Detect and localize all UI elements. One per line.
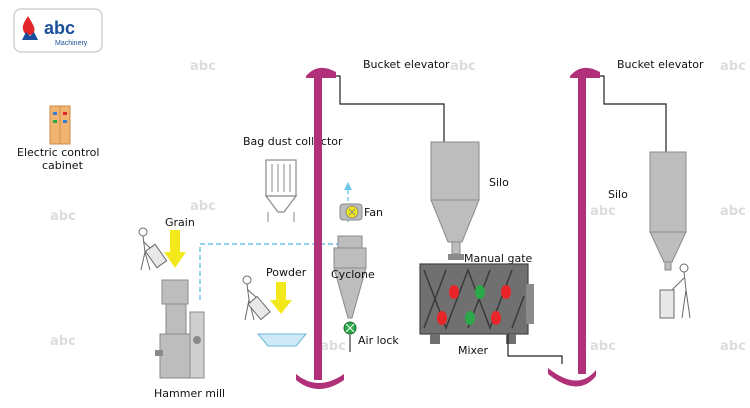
watermark: abc bbox=[190, 199, 216, 214]
watermark: abc bbox=[720, 339, 746, 354]
watermark-layer: abc abc abc abc abc abc abc abc abc abc … bbox=[50, 59, 746, 354]
bucket-elevator-2-head bbox=[570, 67, 600, 78]
electric-control-cabinet bbox=[49, 105, 71, 145]
bucket-elevator-1-label: Bucket elevator bbox=[363, 58, 450, 71]
watermark: abc bbox=[50, 334, 76, 349]
worker-bagging bbox=[659, 263, 691, 319]
watermark: abc bbox=[720, 204, 746, 219]
watermark: abc bbox=[590, 339, 616, 354]
mixer-label: Mixer bbox=[458, 344, 488, 357]
silo-2-label: Silo bbox=[608, 188, 628, 201]
fan bbox=[339, 203, 363, 221]
watermark: abc bbox=[450, 59, 476, 74]
hammer-mill bbox=[155, 279, 205, 379]
watermark: abc bbox=[190, 59, 216, 74]
watermark: abc bbox=[320, 339, 346, 354]
bucket-elevator-2-label: Bucket elevator bbox=[617, 58, 704, 71]
bucket-elevator-1-column bbox=[314, 74, 322, 380]
silo-1 bbox=[430, 141, 480, 255]
silo-1-label: Silo bbox=[489, 176, 509, 189]
cyclone-label: Cyclone bbox=[331, 268, 375, 281]
hammer-mill-label: Hammer mill bbox=[154, 387, 225, 400]
cyclone bbox=[333, 235, 367, 319]
fan-label: Fan bbox=[364, 206, 383, 219]
grain-label: Grain bbox=[165, 216, 195, 229]
bucket-elevator-2-boot bbox=[548, 368, 596, 387]
flame-icon bbox=[22, 16, 35, 35]
conveying-pipe-3 bbox=[600, 75, 667, 152]
electric-cabinet-label-2: cabinet bbox=[42, 159, 84, 172]
air-duct bbox=[199, 243, 338, 300]
manual-gate-label: Manual gate bbox=[464, 252, 533, 265]
conveying-pipe-2 bbox=[507, 334, 563, 364]
grain-arrow-icon bbox=[164, 230, 186, 268]
powder-arrow-icon bbox=[270, 282, 292, 314]
bucket-elevator-1-head bbox=[306, 67, 336, 78]
abc-machinery-logo: abc Machinery bbox=[13, 8, 103, 53]
bucket-elevator-2-column bbox=[578, 74, 586, 374]
bag-dust-collector bbox=[264, 159, 298, 222]
powder-label: Powder bbox=[266, 266, 307, 279]
crown-icon bbox=[22, 32, 38, 40]
watermark: abc bbox=[50, 209, 76, 224]
worker-pouring-powder bbox=[242, 275, 271, 321]
watermark: abc bbox=[590, 204, 616, 219]
mixer bbox=[419, 263, 534, 344]
exhaust-arrow-icon bbox=[344, 182, 352, 190]
watermark: abc bbox=[720, 59, 746, 74]
bucket-elevator-1-boot bbox=[296, 374, 344, 389]
air-lock-label: Air lock bbox=[358, 334, 399, 347]
worker-pouring-grain bbox=[138, 227, 168, 271]
logo-subtitle: Machinery bbox=[55, 40, 88, 47]
logo-brand: abc bbox=[44, 18, 75, 38]
manual-gate bbox=[448, 254, 464, 260]
conveying-pipe-1 bbox=[336, 75, 445, 142]
powder-hopper bbox=[256, 333, 308, 347]
bag-dust-collector-label: Bag dust collector bbox=[243, 135, 343, 148]
silo-2 bbox=[649, 151, 687, 271]
electric-cabinet-label-1: Electric control bbox=[17, 146, 99, 159]
